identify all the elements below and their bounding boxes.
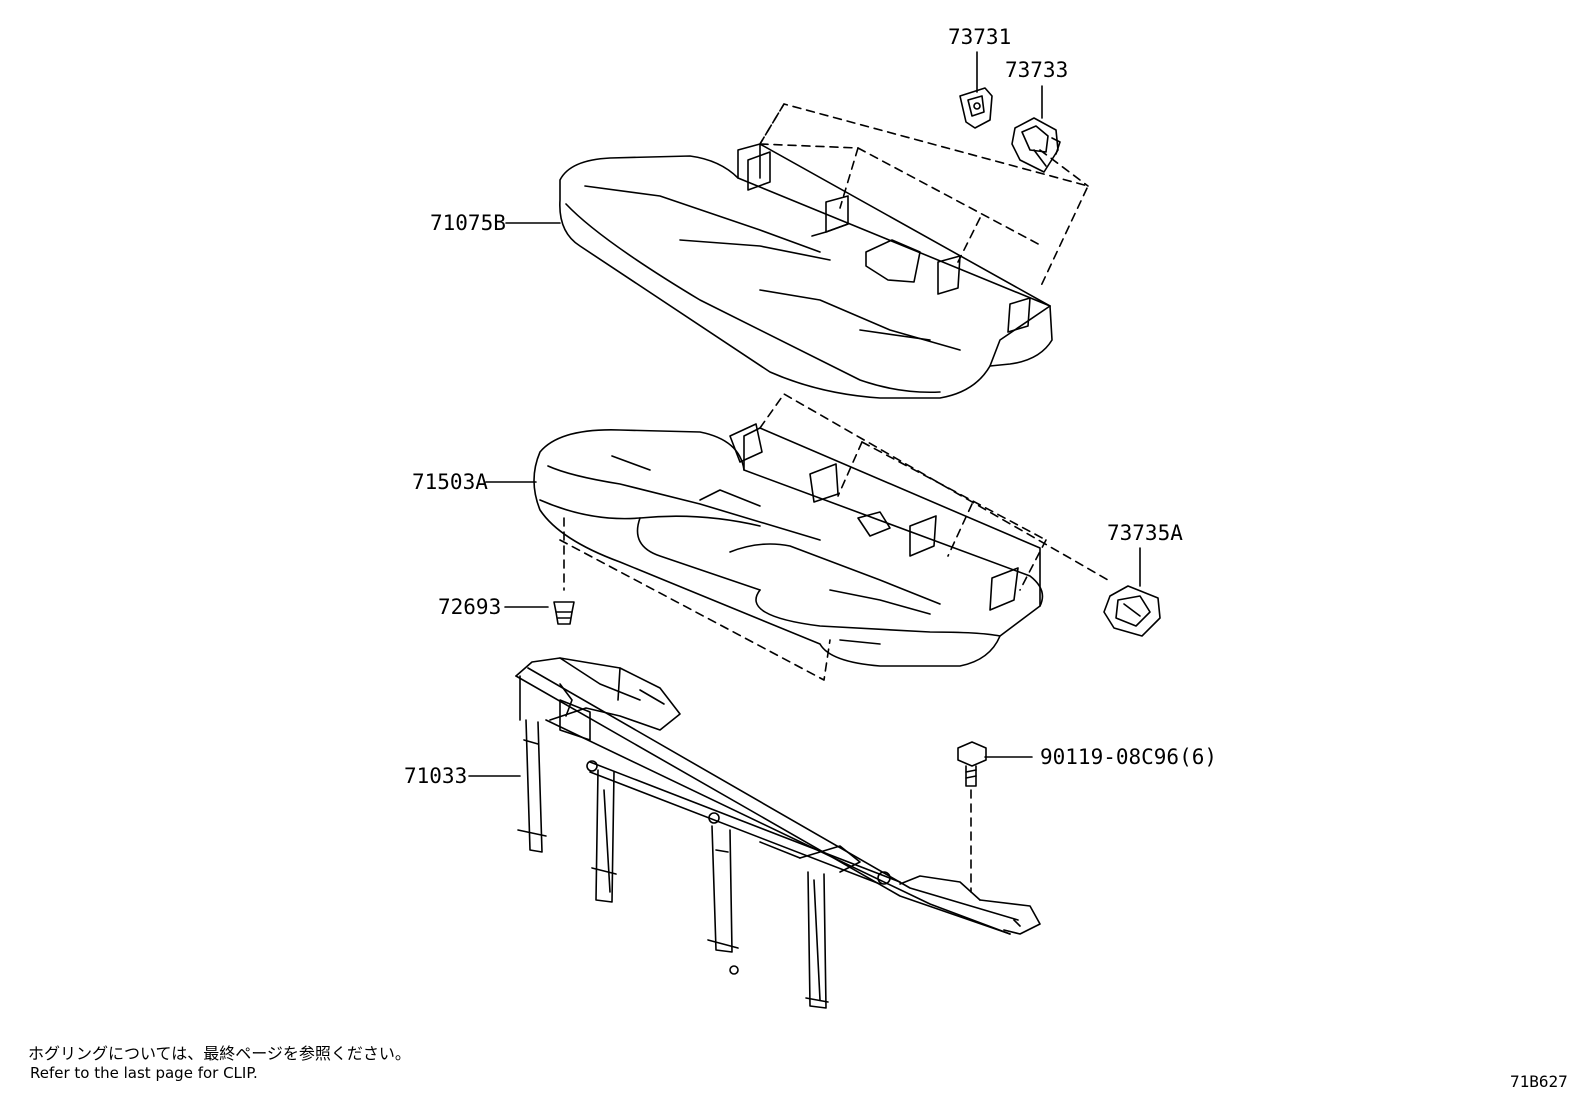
seat-cushion-71503a bbox=[533, 423, 1044, 667]
label-90119-08c96: 90119-08C96(6) bbox=[1040, 745, 1217, 769]
clip-72693 bbox=[553, 601, 575, 625]
note-en: Refer to the last page for CLIP. bbox=[30, 1064, 258, 1082]
label-73735a: 73735A bbox=[1107, 521, 1183, 545]
clip-73735a bbox=[1103, 585, 1161, 637]
label-73731: 73731 bbox=[948, 25, 1011, 49]
bolt-90119 bbox=[957, 741, 987, 787]
label-73733: 73733 bbox=[1005, 58, 1068, 82]
label-71503a: 71503A bbox=[412, 470, 488, 494]
clip-73731 bbox=[959, 87, 993, 129]
figure-id: 71B627 bbox=[1510, 1072, 1568, 1091]
label-71075b: 71075B bbox=[430, 211, 506, 235]
label-71033: 71033 bbox=[404, 764, 467, 788]
seat-cover-71075b bbox=[559, 143, 1053, 399]
seat-frame-71033 bbox=[515, 657, 1041, 1009]
guide-lines-upper bbox=[759, 103, 1089, 289]
label-72693: 72693 bbox=[438, 595, 501, 619]
clip-73733 bbox=[1011, 117, 1061, 173]
note-jp: ホグリングについては、最終ページを参照ください。 bbox=[28, 1044, 411, 1063]
guide-lines-middle bbox=[559, 393, 1109, 681]
leader-lines bbox=[468, 51, 1141, 777]
